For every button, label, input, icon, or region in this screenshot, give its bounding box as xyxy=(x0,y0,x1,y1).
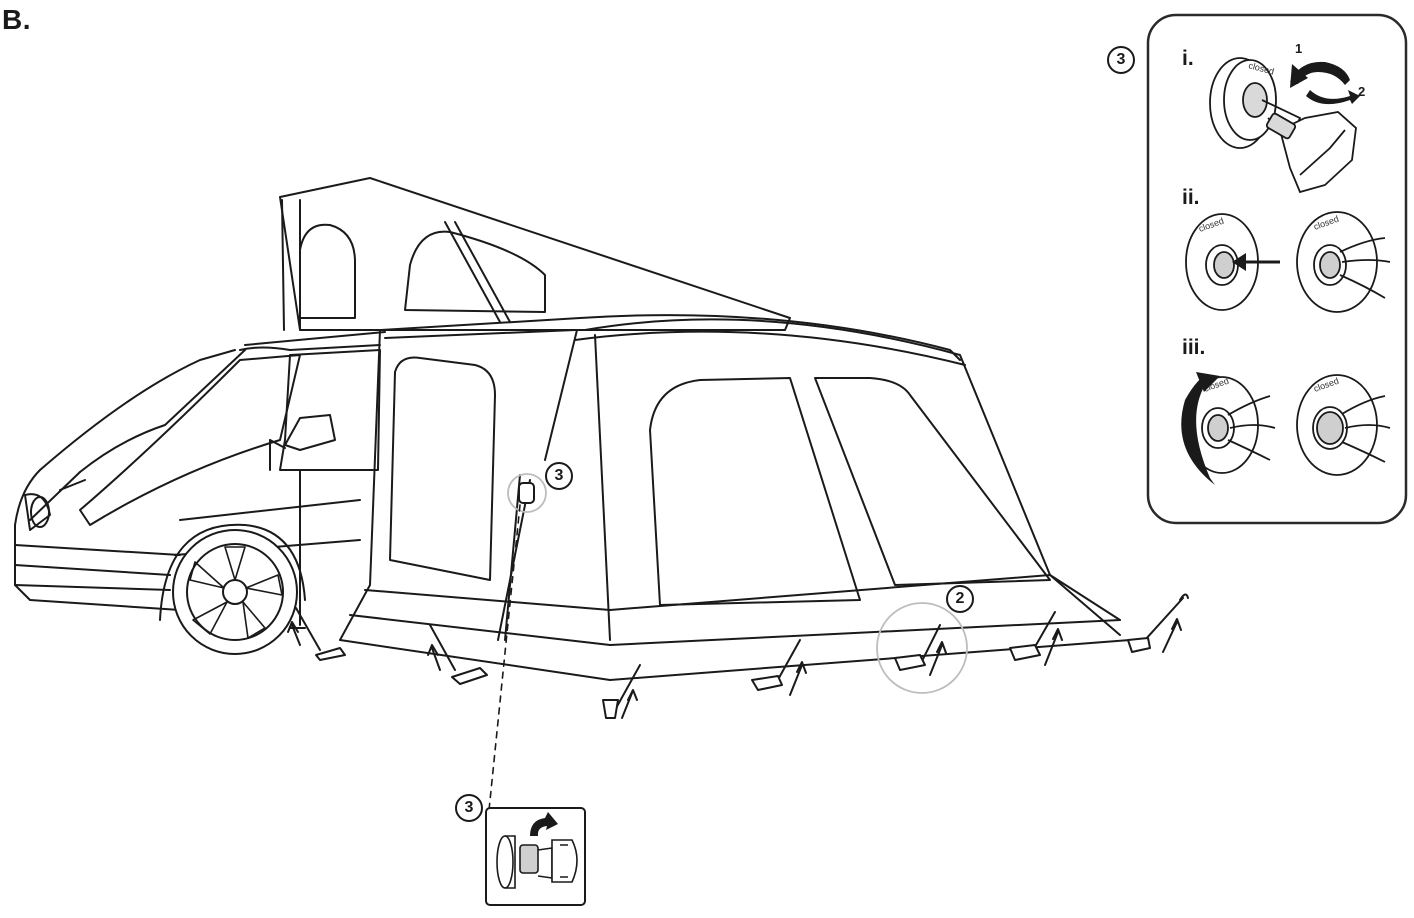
rotate-arrow-icon xyxy=(1290,61,1360,105)
van-outline xyxy=(14,177,791,655)
section-letter: B. xyxy=(2,4,31,35)
turn-marker-1: 1 xyxy=(1295,41,1303,56)
callout-pegging-step: 2 xyxy=(946,585,974,613)
peg-arrow-icon xyxy=(287,593,1189,719)
callout-inset-step: 3 xyxy=(455,794,483,822)
rotate-arrow-icon xyxy=(1181,372,1220,485)
valve-cap-icon: closed xyxy=(1209,57,1357,194)
push-arrow-icon xyxy=(1232,253,1280,271)
rotate-arrow-icon xyxy=(530,812,558,836)
detail-panel-step: 3 xyxy=(1107,46,1135,74)
step-ii-label: ii. xyxy=(1182,186,1200,209)
turn-marker-2: 2 xyxy=(1358,84,1366,99)
callout-valve-step: 3 xyxy=(545,462,573,490)
step-iii-label: iii. xyxy=(1182,336,1206,359)
valve-inset-box xyxy=(485,807,586,906)
valve-cap-icon: closed closed xyxy=(1185,374,1391,476)
awning-outline xyxy=(339,314,1131,681)
step-i-label: i. xyxy=(1182,47,1194,70)
